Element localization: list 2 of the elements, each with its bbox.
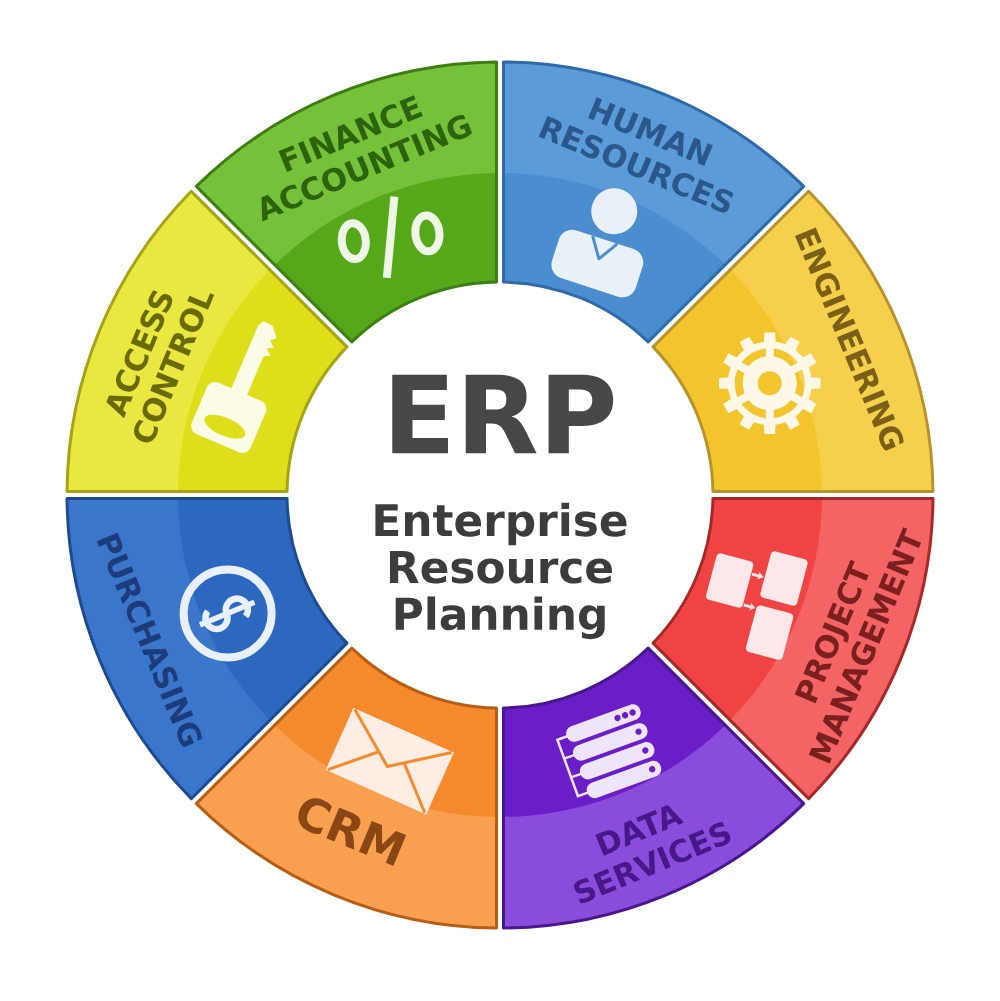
title: ERP — [392, 374, 614, 454]
subtitle: Enterprise Resource Planning — [375, 502, 627, 640]
